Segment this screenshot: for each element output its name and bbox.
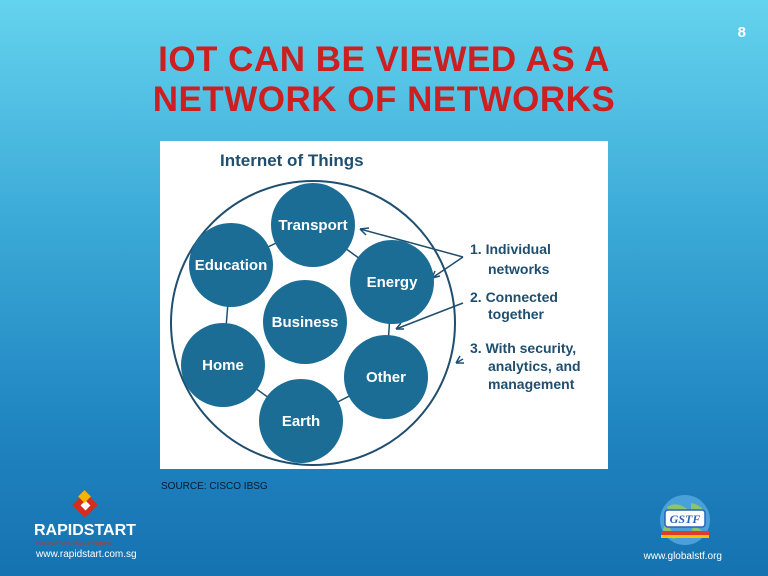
gstf-logo: GSTF: [660, 495, 710, 545]
node-education: Education: [189, 223, 273, 307]
page-number: 8: [737, 24, 746, 41]
arrow-to-link: [395, 302, 464, 330]
gstf-stripe-yellow: [661, 535, 709, 538]
slide-title-line-2: NETWORK OF NETWORKS: [152, 80, 616, 119]
node-earth-label: Earth: [282, 413, 320, 430]
node-business: Business: [263, 280, 347, 364]
rapidstart-url[interactable]: www.rapidstart.com.sg: [36, 549, 137, 560]
list-item-3-line-2: analytics, and: [488, 358, 581, 374]
arrow-head-outer: [455, 355, 464, 364]
node-business-label: Business: [272, 314, 339, 331]
rapidstart-tagline: FOR STARTUPS, FROM STARTUPS: [36, 541, 111, 546]
node-home: Home: [181, 323, 265, 407]
source-note: SOURCE: CISCO IBSG: [161, 481, 268, 492]
slide-title: IOT CAN BE VIEWED AS A NETWORK OF NETWOR…: [0, 40, 768, 120]
list-item-2-line-1: 2. Connected: [470, 289, 558, 305]
node-energy: Energy: [350, 240, 434, 324]
iot-diagram-svg: Internet of Things Transport: [170, 151, 581, 466]
arrow-to-transport: [359, 228, 464, 258]
node-home-label: Home: [202, 357, 244, 374]
node-transport: Transport: [271, 183, 355, 267]
list-item-1-line-2: networks: [488, 261, 550, 277]
node-education-label: Education: [195, 257, 268, 274]
outer-network-circle: [170, 180, 456, 466]
node-energy-label: Energy: [367, 274, 419, 291]
node-earth: Earth: [259, 379, 343, 463]
rapidstart-brand: RAPIDSTART: [34, 522, 136, 539]
node-other: Other: [344, 335, 428, 419]
gstf-stripe-red: [661, 531, 709, 535]
list-item-1-line-1: 1. Individual: [470, 241, 551, 257]
node-other-label: Other: [366, 369, 406, 386]
arrow-head-link: [395, 322, 404, 330]
diagram-title: Internet of Things: [220, 151, 364, 170]
slide-title-line-1: IOT CAN BE VIEWED AS A: [158, 40, 610, 79]
gstf-badge: [664, 509, 706, 528]
arrow-head-transport: [359, 227, 370, 236]
arrow-to-energy: [431, 256, 464, 279]
list-item-2-line-2: together: [488, 306, 545, 322]
list-item-3-line-3: management: [488, 376, 575, 392]
gstf-brand: GSTF: [670, 512, 701, 526]
gstf-url[interactable]: www.globalstf.org: [643, 551, 722, 562]
node-transport-label: Transport: [278, 217, 347, 234]
list-item-3-line-1: 3. With security,: [470, 340, 576, 356]
rapidstart-logo: RAPIDSTART FOR STARTUPS, FROM STARTUPS: [34, 490, 136, 546]
iot-diagram: Internet of Things Transport: [160, 141, 608, 469]
rapidstart-mark-icon: [72, 490, 98, 518]
